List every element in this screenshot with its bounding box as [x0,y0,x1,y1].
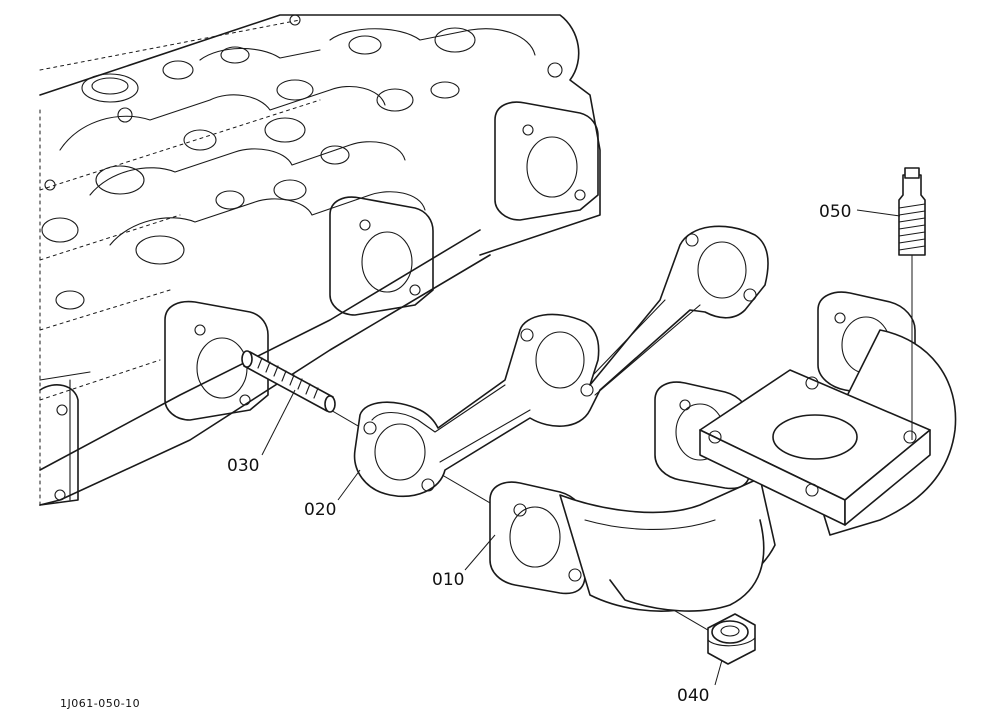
leader-040 [714,659,723,686]
gasket-020 [353,225,769,497]
callout-020: 020 [304,500,336,520]
callout-030: 030 [227,456,259,476]
nut-040 [707,613,756,665]
leader-050 [856,209,901,217]
leader-020 [337,469,361,501]
callout-040: 040 [677,686,709,706]
stud-030 [241,350,336,413]
leader-030 [261,389,296,456]
stud-050 [898,167,926,440]
cylinder-head [39,14,601,506]
callout-010: 010 [432,570,464,590]
leader-010 [464,534,496,571]
exhaust-manifold-010 [489,291,957,612]
drawing-number: 1J061-050-10 [60,697,140,710]
callout-050: 050 [819,202,851,222]
